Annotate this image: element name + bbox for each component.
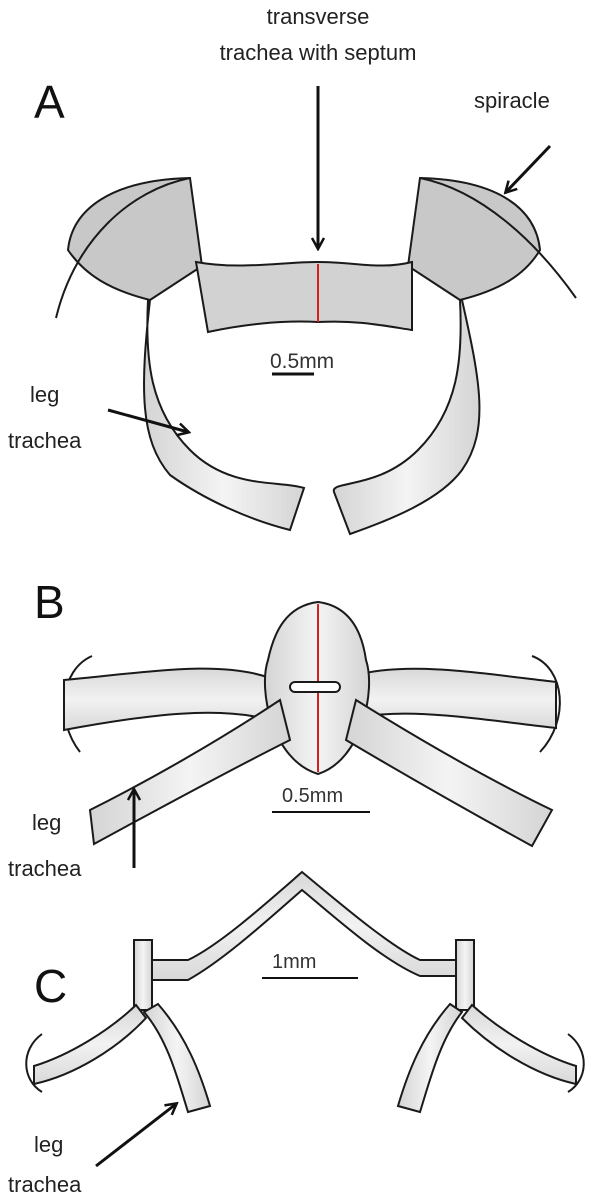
left-lateral-branch-c — [34, 1005, 146, 1084]
transverse-label-line1: transverse — [267, 4, 370, 29]
spiracle-label: spiracle — [474, 88, 550, 113]
leg-label-a-line1: leg — [30, 382, 59, 407]
scale-label-c: 1mm — [272, 951, 316, 973]
leg-label-b-line2: trachea — [8, 856, 82, 881]
panel-c: C leg trachea 1mm — [8, 872, 584, 1197]
right-stem-c — [456, 940, 474, 1010]
transverse-trachea — [196, 262, 412, 332]
panel-c-letter: C — [34, 960, 67, 1012]
right-leg-trachea-a — [334, 300, 480, 534]
spiracle-arrow — [506, 146, 550, 192]
left-leg-trachea-b — [90, 700, 290, 844]
leg-label-b-line1: leg — [32, 810, 61, 835]
panel-a-letter: A — [34, 76, 65, 128]
slit-opening-b — [290, 682, 340, 692]
scale-label-a: 0.5mm — [270, 350, 334, 373]
right-spiracle-lobe — [408, 178, 540, 300]
left-leg-trachea-c — [144, 1004, 210, 1112]
panel-a: A transverse trachea with septum leg tra… — [8, 4, 576, 534]
transverse-label-line2: trachea with septum — [220, 40, 417, 65]
left-stem-c — [134, 940, 152, 1010]
leg-label-a-line2: trachea — [8, 428, 82, 453]
scale-label-b: 0.5mm — [282, 785, 343, 807]
right-lateral-branch-c — [462, 1005, 576, 1084]
leg-label-c-line2: trachea — [8, 1172, 82, 1197]
left-leg-trachea-a — [144, 300, 304, 530]
right-leg-trachea-c — [398, 1004, 462, 1112]
leg-arrow-c — [96, 1104, 176, 1166]
panel-b-letter: B — [34, 576, 65, 628]
leg-label-c-line1: leg — [34, 1132, 63, 1157]
panel-b: B leg trachea 0.5mm — [8, 576, 560, 881]
left-spiracle-lobe — [68, 178, 202, 300]
